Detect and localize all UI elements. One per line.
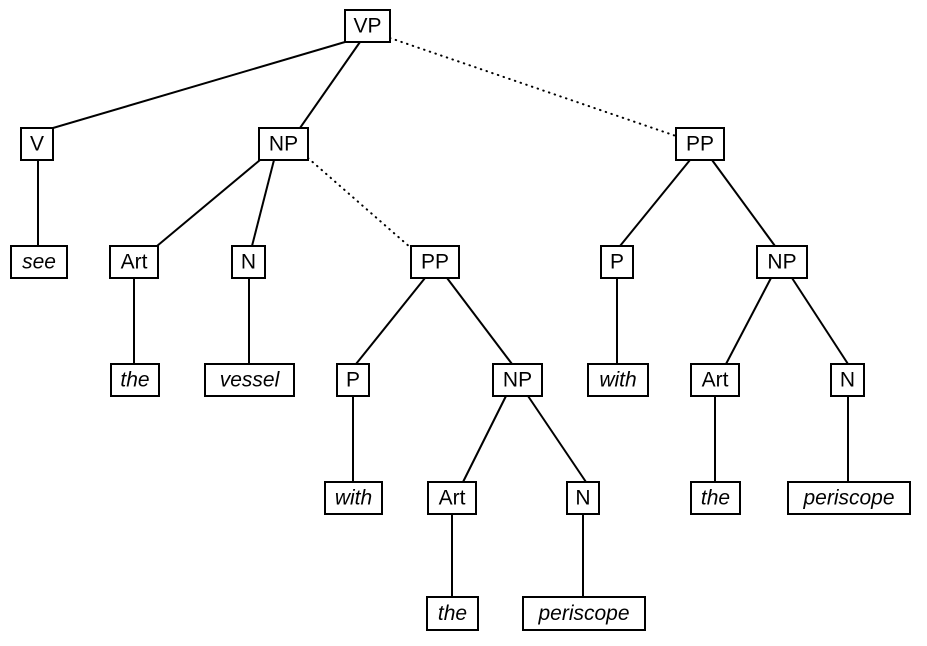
node-label-np1: NP [269, 133, 298, 156]
tree-node-see[interactable]: see [10, 245, 68, 279]
node-box-persc_m [522, 596, 646, 631]
tree-node-persc_m[interactable]: periscope [522, 596, 646, 631]
tree-node-with_m[interactable]: with [324, 481, 383, 515]
node-box-art1 [109, 245, 159, 279]
node-label-n_mid: N [575, 487, 590, 510]
node-box-n_mid [566, 481, 600, 515]
tree-node-with_r[interactable]: with [587, 363, 649, 397]
node-box-vessel [204, 363, 295, 397]
node-label-the_r: the [701, 487, 730, 510]
node-label-p_right: P [610, 251, 624, 274]
tree-edge-e-np1-pp-mid [307, 157, 412, 249]
node-box-with_r [587, 363, 649, 397]
tree-edge-e-vp-np1 [299, 41, 361, 129]
node-label-p_mid: P [346, 369, 360, 392]
tree-node-p_mid[interactable]: P [336, 363, 370, 397]
node-label-persc_m: periscope [537, 602, 629, 625]
node-label-see: see [22, 251, 56, 274]
tree-node-n1[interactable]: N [231, 245, 266, 279]
node-label-vessel: vessel [220, 369, 281, 392]
node-label-pp_mid: PP [421, 251, 449, 274]
node-box-np_mid [492, 363, 543, 397]
tree-edge-e-ppmid-pmid [355, 277, 426, 365]
node-label-n1: N [241, 251, 256, 274]
tree-node-vessel[interactable]: vessel [204, 363, 295, 397]
tree-node-v[interactable]: V [20, 127, 54, 161]
tree-node-p_right[interactable]: P [600, 245, 634, 279]
tree-node-vp[interactable]: VP [344, 9, 391, 43]
node-box-p_mid [336, 363, 370, 397]
node-label-with_r: with [599, 369, 636, 392]
tree-node-persc_r[interactable]: periscope [787, 481, 911, 515]
node-label-vp: VP [353, 15, 381, 38]
node-box-np_right [756, 245, 808, 279]
tree-edge-e-np1-n1 [251, 159, 275, 247]
tree-edge-e-ppright-pright [619, 159, 691, 247]
edge-layer [37, 37, 849, 597]
tree-node-n_right[interactable]: N [830, 363, 865, 397]
tree-edge-e-np1-art1 [156, 159, 261, 247]
tree-edge-e-vp-v [52, 41, 346, 129]
tree-node-np_right[interactable]: NP [756, 245, 808, 279]
node-box-vp [344, 9, 391, 43]
tree-node-pp_right[interactable]: PP [675, 127, 725, 161]
node-box-np1 [258, 127, 309, 161]
tree-node-art1[interactable]: Art [109, 245, 159, 279]
node-label-np_mid: NP [503, 369, 532, 392]
node-box-p_right [600, 245, 634, 279]
node-label-art_mid: Art [439, 487, 466, 510]
node-box-n1 [231, 245, 266, 279]
node-box-with_m [324, 481, 383, 515]
node-box-pp_mid [410, 245, 460, 279]
tree-node-n_mid[interactable]: N [566, 481, 600, 515]
tree-edge-e-ppmid-npmid [446, 277, 513, 365]
node-label-the_m: the [438, 602, 467, 625]
node-label-the1: the [120, 369, 149, 392]
node-label-persc_r: periscope [802, 487, 894, 510]
node-box-the1 [110, 363, 160, 397]
tree-edge-e-npright-nr [791, 277, 849, 365]
tree-node-the_r[interactable]: the [690, 481, 741, 515]
tree-node-np1[interactable]: NP [258, 127, 309, 161]
tree-edge-e-ppright-npright [711, 159, 776, 247]
node-box-art_mid [427, 481, 477, 515]
node-box-art_right [690, 363, 740, 397]
node-box-persc_r [787, 481, 911, 515]
node-label-art1: Art [121, 251, 148, 274]
tree-node-the1[interactable]: the [110, 363, 160, 397]
tree-node-art_mid[interactable]: Art [427, 481, 477, 515]
tree-node-the_m[interactable]: the [426, 596, 479, 631]
node-box-n_right [830, 363, 865, 397]
tree-node-art_right[interactable]: Art [690, 363, 740, 397]
tree-node-np_mid[interactable]: NP [492, 363, 543, 397]
node-box-v [20, 127, 54, 161]
tree-edge-e-npmid-nmid [527, 395, 587, 483]
node-label-np_right: NP [767, 251, 796, 274]
tree-edge-e-npright-artr [725, 277, 772, 365]
node-box-the_m [426, 596, 479, 631]
tree-edge-e-npmid-artmid [462, 395, 507, 483]
node-label-n_right: N [840, 369, 855, 392]
node-box-the_r [690, 481, 741, 515]
node-box-see [10, 245, 68, 279]
node-label-pp_right: PP [686, 133, 714, 156]
tree-node-pp_mid[interactable]: PP [410, 245, 460, 279]
node-label-v: V [30, 133, 44, 156]
node-box-pp_right [675, 127, 725, 161]
node-label-art_right: Art [702, 369, 729, 392]
node-label-with_m: with [335, 487, 372, 510]
tree-edge-e-vp-pp-right [389, 37, 677, 137]
